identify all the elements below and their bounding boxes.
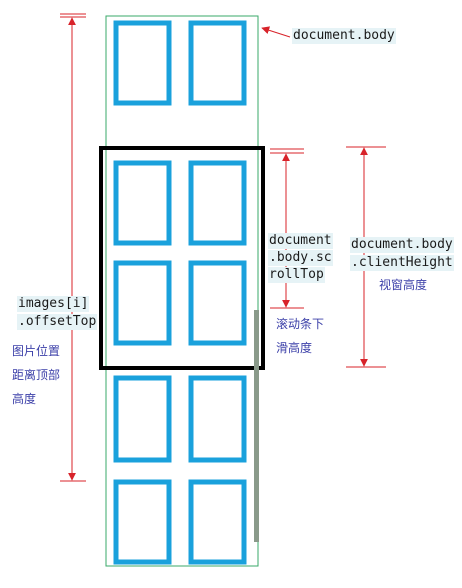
- scrolltop-cn-line1: 滚动条下: [276, 317, 325, 331]
- image-box-r2c1: [113, 160, 172, 246]
- image-box-r1c1: [113, 20, 172, 106]
- offsettop-label-line1: images[i]: [17, 296, 90, 312]
- document-body-label: document.body: [292, 28, 396, 44]
- image-box-r2c2: [188, 160, 247, 246]
- body-pointer-arrow: [261, 26, 291, 38]
- clientheight-label-line1: document.body: [350, 237, 454, 253]
- offsettop-cn-line2: 距离顶部: [12, 368, 61, 382]
- scrolltop-cn-line2: 滑高度: [276, 341, 313, 355]
- image-box-r1c2: [188, 20, 247, 106]
- offsettop-label-line2: .offsetTop: [17, 314, 98, 330]
- scrolltop-label-line3: rollTop: [268, 267, 325, 283]
- offsettop-dimension: [60, 13, 86, 482]
- clientheight-label-line2: .clientHeight: [350, 255, 454, 271]
- image-box-r4c1: [113, 375, 172, 463]
- document-body-outline: [105, 15, 259, 567]
- offsettop-cn-line1: 图片位置: [12, 344, 61, 358]
- clientheight-cn: 视窗高度: [379, 278, 428, 292]
- viewport-box: [99, 146, 265, 370]
- image-box-r3c1: [113, 260, 172, 346]
- image-grid: [113, 20, 247, 565]
- image-box-r5c1: [113, 479, 172, 565]
- scrolltop-label-line2: .body.sc: [268, 250, 333, 266]
- image-box-r3c2: [188, 260, 247, 346]
- scrolltop-label-line1: document: [268, 233, 333, 249]
- image-box-r4c2: [188, 375, 247, 463]
- scrollbar-track: [254, 310, 259, 542]
- offsettop-cn-line3: 高度: [12, 392, 37, 406]
- image-box-r5c2: [188, 479, 247, 565]
- scrolltop-dimension: [270, 148, 304, 309]
